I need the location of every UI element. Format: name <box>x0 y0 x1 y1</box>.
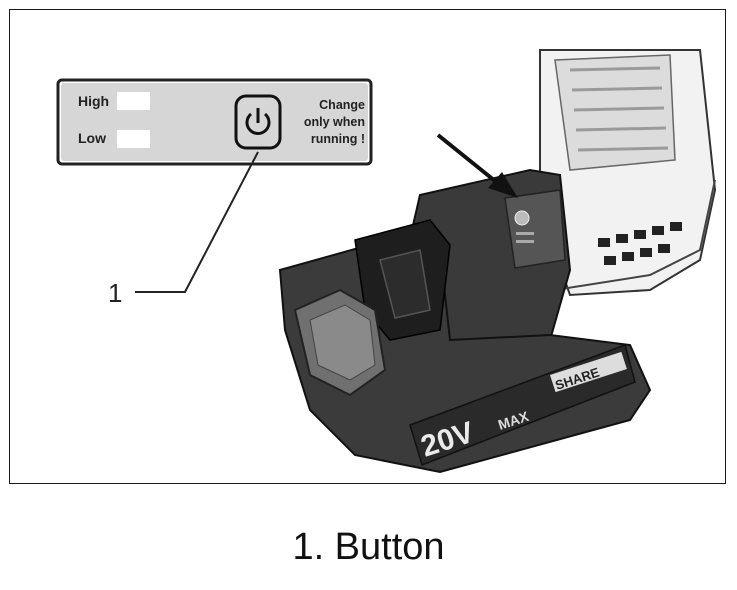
vent-slots <box>598 222 682 265</box>
change-note-line3: running ! <box>311 132 365 146</box>
change-note-line1: Change <box>319 98 365 112</box>
low-label: Low <box>78 130 106 146</box>
arrow-icon <box>436 133 518 198</box>
change-note-line2: only when <box>304 115 365 129</box>
callout-number: 1 <box>108 278 122 308</box>
figure-frame: 20V MAX SHARE High Low Change only when … <box>9 9 726 484</box>
low-indicator <box>117 130 150 148</box>
figure-caption: 1. Button <box>292 526 445 568</box>
mode-label-panel: High Low Change only when running ! <box>56 78 373 166</box>
high-indicator <box>117 92 150 110</box>
drill-illustration: 20V MAX SHARE High Low Change only when … <box>56 49 717 474</box>
callout-leader: 1 <box>108 151 259 308</box>
foot-power-button-icon <box>514 210 530 226</box>
high-label: High <box>78 93 109 109</box>
power-button-icon[interactable] <box>234 94 282 150</box>
